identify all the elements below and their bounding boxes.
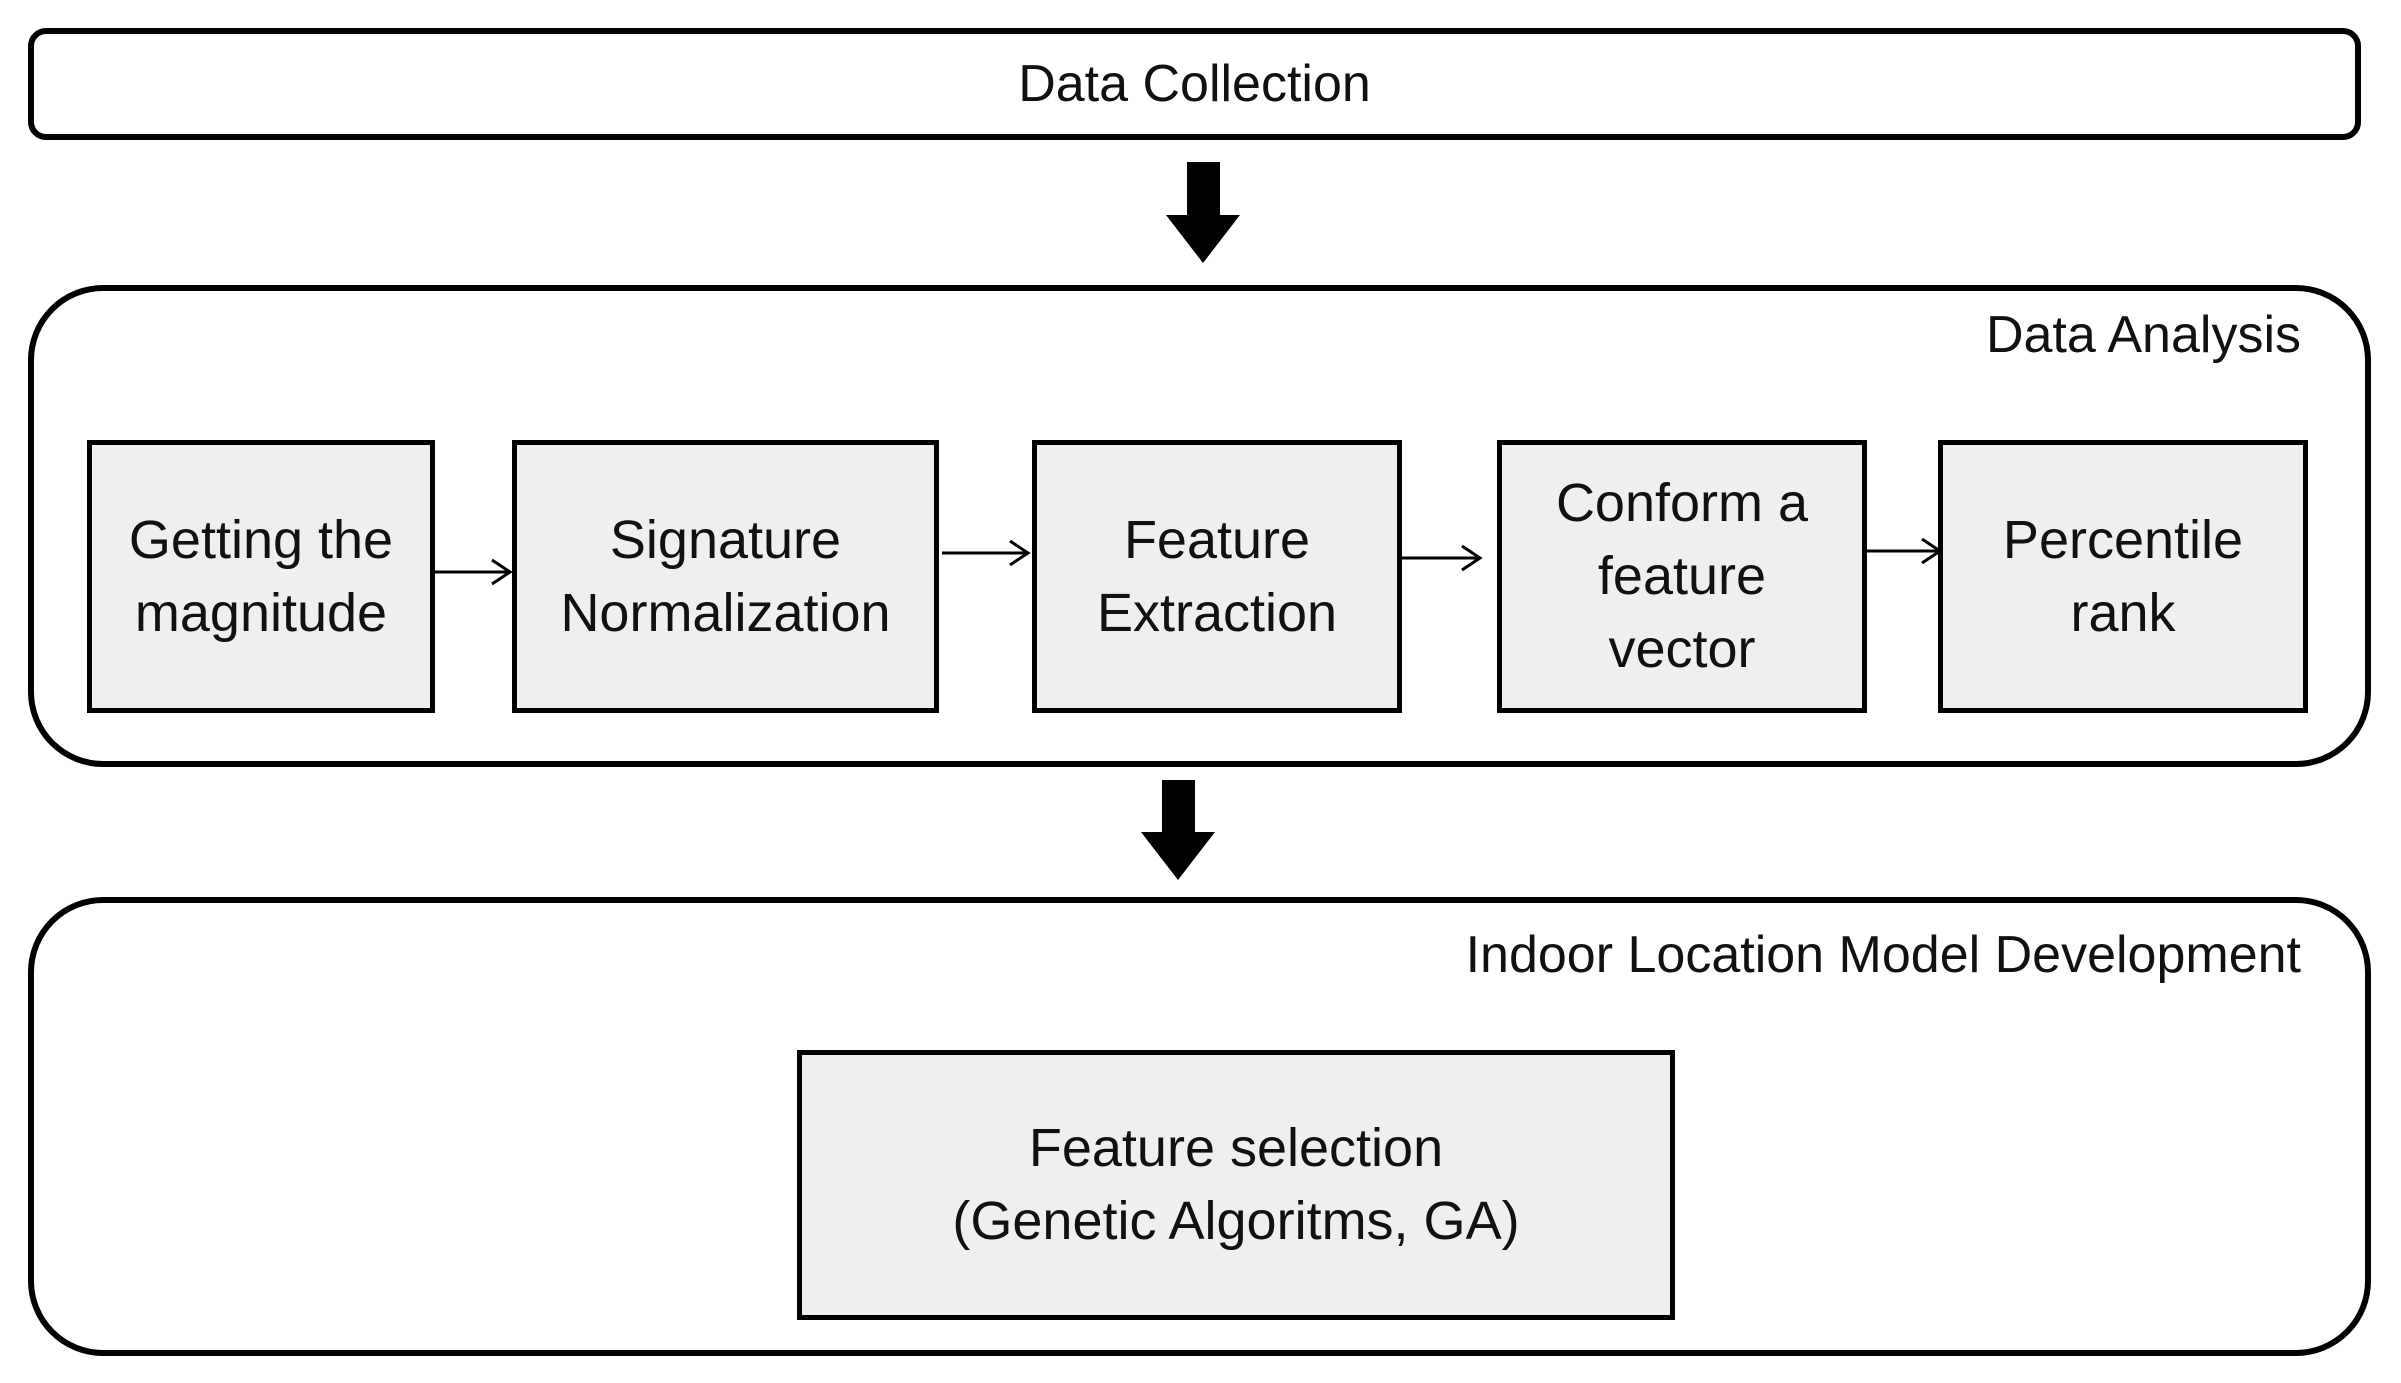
block-arrow-down-1	[1166, 162, 1240, 263]
feature-selection-box: Feature selection (Genetic Algoritms, GA…	[797, 1050, 1675, 1320]
step-percentile-rank: Percentile rank	[1938, 440, 2308, 713]
step-feature-extraction: Feature Extraction	[1032, 440, 1402, 713]
data-collection-stage: Data Collection	[28, 28, 2361, 140]
step-conform-feature-vector: Conform a feature vector	[1497, 440, 1867, 713]
step-signature-normalization: Signature Normalization	[512, 440, 939, 713]
data-analysis-title: Data Analysis	[1985, 306, 2301, 364]
block-arrow-down-2	[1141, 780, 1215, 880]
model-development-title: Indoor Location Model Development	[1465, 926, 2301, 984]
step-getting-magnitude: Getting the magnitude	[87, 440, 435, 713]
data-collection-label: Data Collection	[1018, 55, 1371, 113]
